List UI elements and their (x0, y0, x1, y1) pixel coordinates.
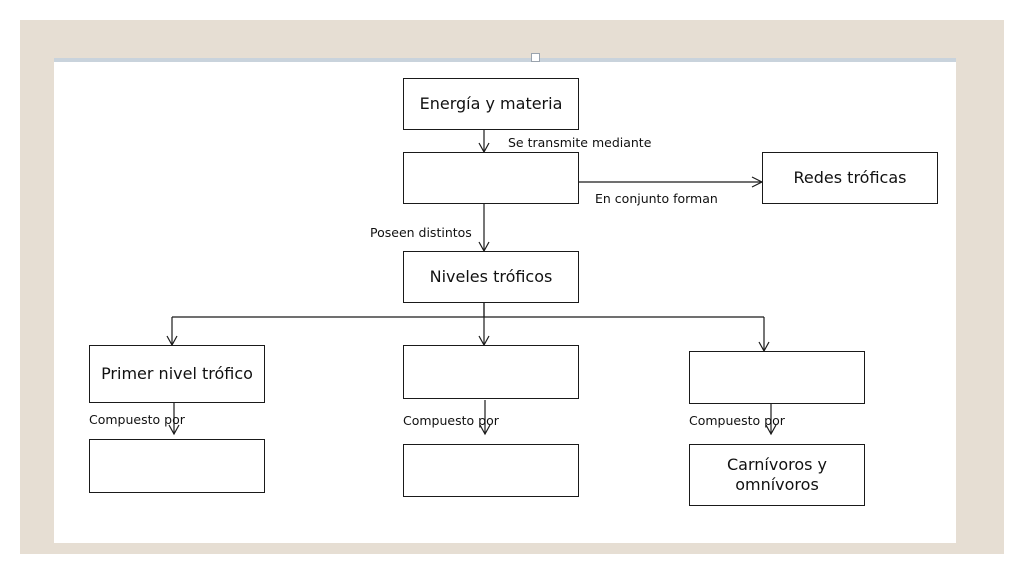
label-transmits: Se transmite mediante (508, 135, 652, 150)
label-composed-by-first: Compuesto por (89, 412, 185, 427)
box-energy-matter: Energía y materia (403, 78, 579, 130)
box-food-webs: Redes tróficas (762, 152, 938, 204)
box-carnivores-omnivores: Carnívoros y omnívoros (689, 444, 865, 506)
box-first-trophic-level: Primer nivel trófico (89, 345, 265, 403)
arrowhead-composed-third (765, 424, 777, 436)
label-have-different: Poseen distintos (370, 225, 472, 240)
arrowhead-composed-first (168, 424, 180, 436)
box-first-members-empty[interactable] (89, 439, 265, 493)
resize-handle[interactable] (531, 53, 540, 62)
box-trophic-levels: Niveles tróficos (403, 251, 579, 303)
label-composed-by-second: Compuesto por (403, 413, 499, 428)
label-together-form: En conjunto forman (595, 191, 718, 206)
label-composed-by-third: Compuesto por (689, 413, 785, 428)
box-second-members-empty[interactable] (403, 444, 579, 497)
box-third-trophic-level-empty[interactable] (689, 351, 865, 404)
page-top-edge (54, 58, 956, 62)
box-transfer-empty[interactable] (403, 152, 579, 204)
box-second-trophic-level-empty[interactable] (403, 345, 579, 399)
arrowhead-composed-second (479, 424, 491, 436)
